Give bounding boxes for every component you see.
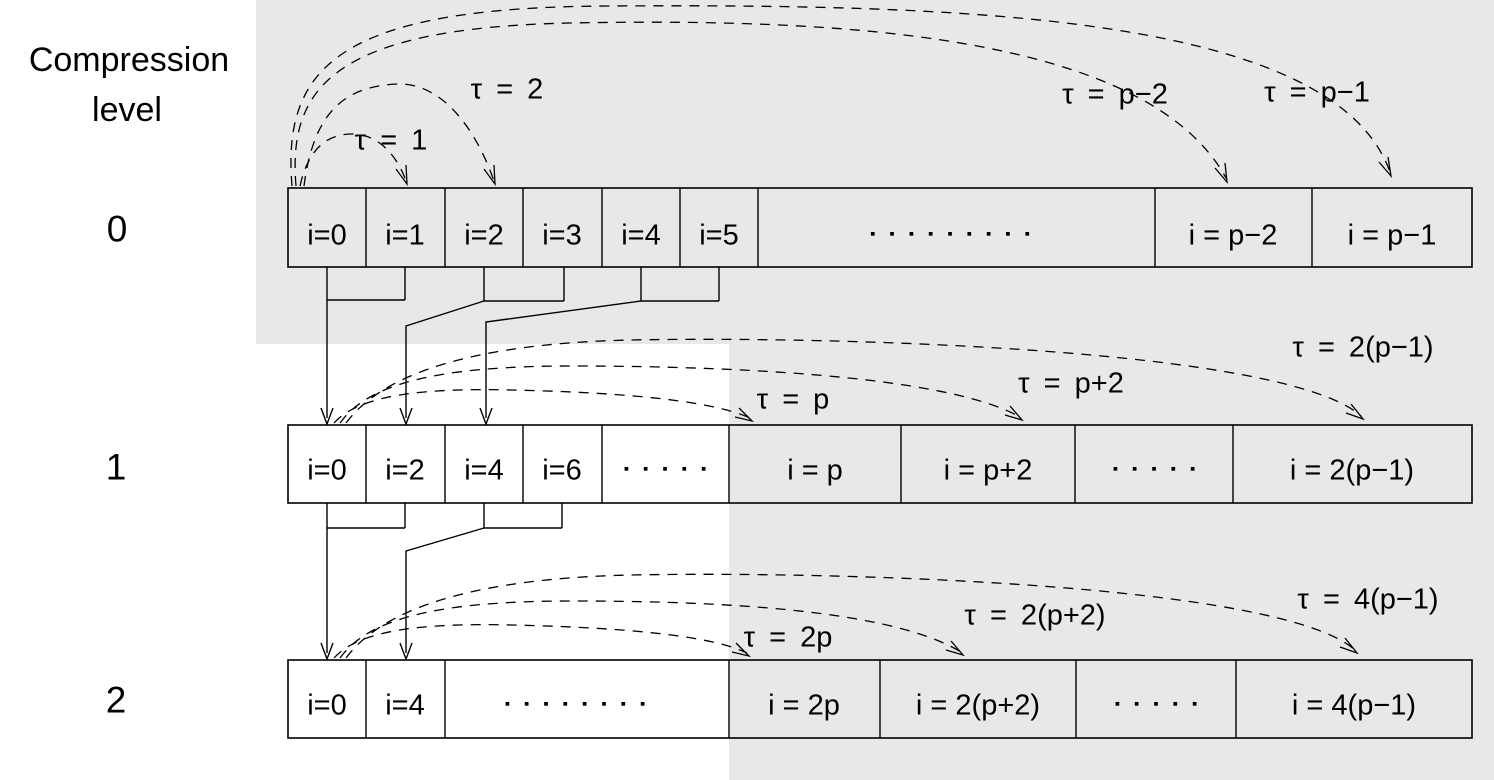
tau-label-4(p-1): τ = 4(p−1) <box>1297 583 1439 616</box>
tau-label-2: τ = 2 <box>470 73 544 106</box>
l0-cell-i0: i=0 <box>307 219 347 252</box>
figure-title-line2: level <box>92 91 162 129</box>
merge-connectors-l0-l1 <box>320 267 720 426</box>
l2-cell-2p: i = 2p <box>768 689 840 722</box>
level-0-separators <box>365 188 1313 267</box>
level-2-label: 2 <box>105 679 127 721</box>
l1-cell-p: i = p <box>787 454 843 487</box>
level-1-array <box>287 424 1473 504</box>
l2-cell-i0: i=0 <box>307 689 347 722</box>
tau-arc-2(p+2) <box>339 600 962 659</box>
tau-arc-p-1 <box>290 5 1391 187</box>
merge-bracket-i4-i5 <box>640 267 720 302</box>
arrowhead-merge-i2 <box>399 407 413 426</box>
arrowhead-merge-l2-i0 <box>320 642 334 661</box>
merge-bracket-i2-i3 <box>483 267 565 302</box>
l1-cell-ellipsis-2: ▪▪▪▪▪ <box>1112 460 1210 478</box>
arrowhead-merge-i4 <box>479 407 493 426</box>
tau-arc-p-2 <box>294 21 1227 187</box>
l0-cell-ellipsis: ▪▪▪▪▪▪▪▪▪ <box>870 225 1044 243</box>
arrowhead-tau-1 <box>395 164 408 187</box>
level-0-array <box>287 187 1473 268</box>
l2-cell-i4: i=4 <box>385 689 425 722</box>
l1-cell-ellipsis-1: ▪▪▪▪▪ <box>623 460 721 478</box>
level-1-label: 1 <box>105 446 127 488</box>
tau-label-p: τ = p <box>756 383 830 416</box>
tau-arcs-level2 <box>333 573 1356 659</box>
l0-cell-p-2: i = p−2 <box>1188 219 1278 252</box>
tau-arcs-level1 <box>333 338 1362 424</box>
arrowhead-tau-p+2 <box>1004 405 1024 422</box>
figure-title-line1: Compression <box>28 41 230 79</box>
tau-arc-p <box>333 389 751 424</box>
level-0-label: 0 <box>106 208 128 250</box>
tau-label-2p: τ = 2p <box>743 621 833 654</box>
merge-bracket-i0-i1 <box>327 267 406 301</box>
l2-cell-ellipsis-2: ▪▪▪▪▪ <box>1114 695 1212 713</box>
tau-arrowheads <box>395 156 1392 658</box>
merge-line-i2 <box>405 300 485 418</box>
l2-cell-4(p-1): i = 4(p−1) <box>1291 689 1417 722</box>
arrowhead-tau-4(p-1) <box>1339 637 1359 655</box>
arrowhead-tau-p-1 <box>1378 156 1392 179</box>
tau-arc-2 <box>303 83 495 187</box>
tau-label-2(p-1): τ = 2(p−1) <box>1292 331 1434 364</box>
l0-cell-i1: i=1 <box>385 219 425 252</box>
cell-separators <box>365 188 1313 738</box>
tau-arc-4(p-1) <box>345 573 1356 659</box>
l0-cell-i4: i=4 <box>621 219 661 252</box>
level-1-separators <box>365 425 1234 503</box>
shaded-region-bottom-right <box>729 344 1494 780</box>
l1-cell-i0: i=0 <box>307 454 347 487</box>
tau-label-2(p+2): τ = 2(p+2) <box>964 599 1106 632</box>
merge-line-i4 <box>485 300 642 418</box>
tau-arc-2(p-1) <box>345 338 1362 424</box>
l1-cell-i4: i=4 <box>464 454 504 487</box>
tau-label-p-1: τ = p−1 <box>1264 76 1370 109</box>
arrowhead-tau-2(p-1) <box>1345 403 1365 421</box>
tau-label-p+2: τ = p+2 <box>1018 367 1124 400</box>
l0-cell-i2: i=2 <box>464 219 504 252</box>
shaded-region-top <box>256 0 1494 344</box>
arrowhead-tau-p-2 <box>1214 162 1228 185</box>
tau-arc-2p <box>333 624 748 659</box>
merge-bracket-i4-i6 <box>483 503 563 529</box>
l1-cell-i2: i=2 <box>385 454 425 487</box>
arrowhead-tau-2(p+2) <box>945 640 965 657</box>
tau-arc-p+2 <box>339 365 1021 424</box>
tau-label-p-2: τ = p−2 <box>1062 78 1168 111</box>
tau-label-1: τ = 1 <box>354 124 428 157</box>
arrowhead-tau-2 <box>483 164 496 187</box>
l0-cell-i5: i=5 <box>699 219 739 252</box>
l1-cell-p+2: i = p+2 <box>943 454 1033 487</box>
arrowhead-merge-i0 <box>320 407 334 426</box>
merge-bracket-i0-i2 <box>327 503 406 529</box>
level-2-separators <box>365 660 1237 738</box>
l2-cell-2(p+2): i = 2(p+2) <box>915 689 1041 722</box>
l0-cell-i3: i=3 <box>542 219 582 252</box>
merge-line-l2-i4 <box>405 527 485 653</box>
tau-arc-1 <box>299 133 407 187</box>
merge-connectors-l1-l2 <box>320 503 563 661</box>
tau-arcs-level0 <box>290 5 1391 187</box>
arrowhead-tau-p <box>734 407 755 423</box>
l1-cell-i6: i=6 <box>542 454 582 487</box>
l2-cell-ellipsis-1: ▪▪▪▪▪▪▪▪ <box>504 695 660 713</box>
l1-cell-2(p-1): i = 2(p−1) <box>1289 454 1415 487</box>
l0-cell-p-1: i = p−1 <box>1347 219 1437 252</box>
arrowhead-tau-2p <box>731 642 752 658</box>
arrowhead-merge-l2-i4 <box>399 642 413 661</box>
